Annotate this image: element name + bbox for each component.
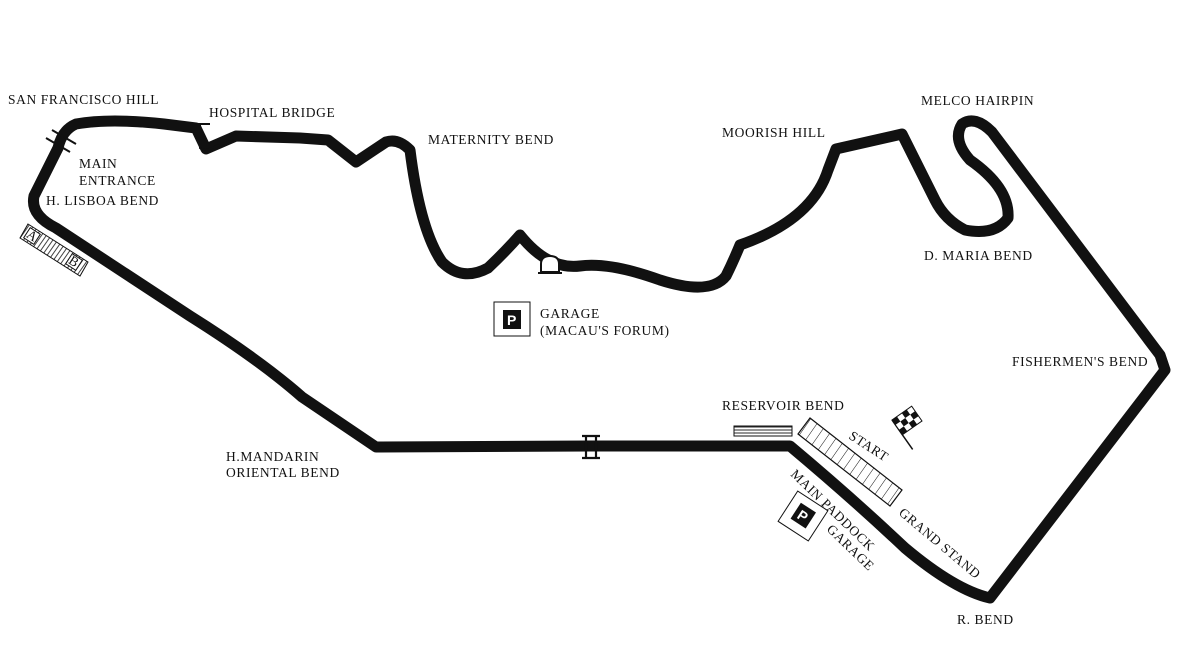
parking-symbol: P <box>507 312 516 328</box>
parking-icon: P <box>493 301 531 337</box>
label-garage-forum-line1: GARAGE <box>540 306 600 321</box>
bridge-icon <box>45 129 77 153</box>
start-grandstand <box>797 417 903 507</box>
circuit-track <box>27 115 1171 604</box>
corner-label-melco-hairpin: MELCO HAIRPIN <box>921 93 1034 108</box>
corner-label-mandarin-line1: H.MANDARIN <box>226 449 319 464</box>
label-main-entrance-line2: ENTRANCE <box>79 173 156 188</box>
lisboa-grandstand: A B <box>19 223 89 277</box>
label-garage-forum-line2: (MACAU'S FORUM) <box>540 323 670 338</box>
label-main-entrance-line1: MAIN <box>79 156 117 171</box>
reservoir-stand <box>733 425 793 437</box>
corner-label-reservoir-bend: RESERVOIR BEND <box>722 398 844 413</box>
checkered-flag-icon <box>891 405 923 450</box>
corner-label-mandarin-line2: ORIENTAL BEND <box>226 465 340 480</box>
parking-icon: P <box>777 490 829 542</box>
corner-label-san-francisco-hill: SAN FRANCISCO HILL <box>8 92 159 107</box>
corner-label-r-bend: R. BEND <box>957 612 1014 627</box>
corner-label-hospital-bridge: HOSPITAL BRIDGE <box>209 105 335 120</box>
corner-label-moorish-hill: MOORISH HILL <box>722 125 826 140</box>
bridge-icon <box>194 123 235 151</box>
bridge-icon <box>582 434 600 460</box>
corner-label-d-maria-bend: D. MARIA BEND <box>924 248 1033 263</box>
tunnel-icon <box>538 254 562 274</box>
corner-label-lisboa-bend: H. LISBOA BEND <box>46 193 159 208</box>
corner-label-maternity-bend: MATERNITY BEND <box>428 132 554 147</box>
corner-label-fishermens-bend: FISHERMEN'S BEND <box>1012 354 1148 369</box>
